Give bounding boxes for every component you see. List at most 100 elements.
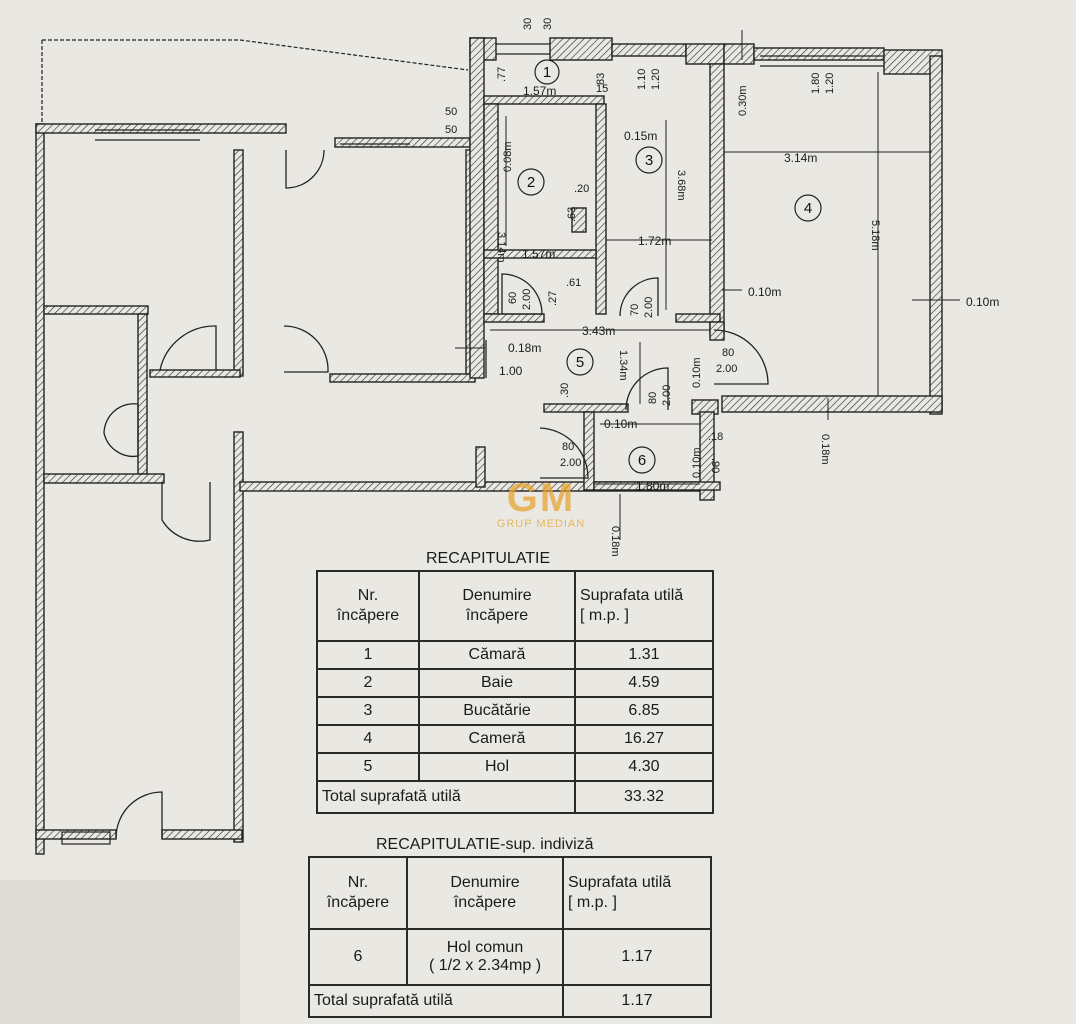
table-cell-nr: 6 [308, 928, 408, 986]
header-nr-line2: încăpere [336, 607, 400, 624]
dim-label: 0.10m [604, 417, 637, 431]
dim-label: 0.15m [624, 129, 657, 143]
dim-label: .27 [547, 291, 559, 306]
table-cell-nr: 4 [316, 724, 420, 754]
header-area-line2: [ m.p. ] [580, 607, 629, 624]
dim-label: .30 [559, 383, 571, 398]
table-cell-nr: 5 [316, 752, 420, 782]
room-label-4: 4 [804, 200, 812, 217]
dim-label: .20 [574, 183, 589, 195]
dim-label: 50 [445, 124, 457, 136]
table-cell-nr: 2 [316, 668, 420, 698]
dimension-lines [455, 30, 960, 540]
table-cell-name: Cameră [418, 724, 576, 754]
header-area-line1: Suprafata utilă [580, 587, 684, 604]
header-nr-line1: Nr. [357, 587, 379, 604]
total-label: Total suprafată utilă [316, 780, 576, 814]
dim-label: 2.00 [716, 363, 737, 375]
table-cell-area: 1.17 [562, 928, 712, 986]
recap-title: RECAPITULATIE [426, 550, 551, 567]
dim-label: 1.80m [636, 479, 669, 493]
room-label-1: 1 [543, 64, 551, 81]
header-area: Suprafata utilă [ m.p. ] [562, 856, 712, 930]
dim-label: .77 [496, 67, 508, 82]
dim-label: 3.14m [495, 232, 507, 263]
dim-label: .83 [595, 73, 607, 88]
dim-label: 2.00 [643, 297, 655, 318]
recap-indiviza-title: RECAPITULATIE-sup. indiviză [376, 836, 594, 853]
header-name-line1: Denumire [462, 587, 532, 604]
dim-label: 0.18m [609, 526, 621, 557]
watermark-text: GRUP MEDIAN [496, 518, 586, 530]
dim-label: 60 [507, 292, 519, 304]
dim-label: 0.10m [691, 357, 703, 388]
header-area-line1: Suprafata utilă [568, 874, 672, 891]
table-cell-name-line2: ( 1/2 x 2.34mp ) [428, 957, 542, 974]
dim-label: 0.08m [502, 141, 514, 172]
dim-label: 5.18m [869, 220, 881, 251]
header-name-line2: încăpere [453, 894, 517, 911]
header-name-line1: Denumire [450, 874, 520, 891]
header-name: Denumire încăpere [418, 570, 576, 642]
table-cell-area: 4.30 [574, 752, 714, 782]
dim-label: 80 [647, 392, 659, 404]
room-label-3: 3 [645, 152, 653, 169]
table-cell-area: 1.31 [574, 640, 714, 670]
table-cell-area: 6.85 [574, 696, 714, 726]
dim-label: 1.57m [523, 84, 556, 98]
dimension-labels: 30 30 .77 .83 15 1.10 1.20 0.30m 1.80 1.… [445, 18, 999, 557]
dim-label: 0.18m [819, 434, 831, 465]
header-name-line2: încăpere [465, 607, 529, 624]
header-nr-line2: încăpere [326, 894, 390, 911]
dim-label: .63 [566, 207, 578, 222]
total-label: Total suprafată utilă [308, 984, 564, 1018]
room-label-5: 5 [576, 354, 584, 371]
dim-label: .90 [709, 458, 721, 473]
dim-label: 1.00 [499, 364, 523, 378]
table-cell-area: 4.59 [574, 668, 714, 698]
room-label-2: 2 [527, 174, 535, 191]
dim-label: 1.72m [638, 234, 671, 248]
dim-label: 1.20 [824, 73, 836, 94]
table-cell-name: Cămară [418, 640, 576, 670]
watermark-mark: GM [506, 476, 576, 520]
dim-label: 0.10m [691, 447, 703, 478]
dim-label: 2.00 [560, 457, 581, 469]
dim-label: 30 [542, 18, 554, 30]
dim-label: 2.00 [661, 385, 673, 406]
dim-label: 3.68m [675, 170, 687, 201]
header-nr: Nr. încăpere [308, 856, 408, 930]
table-cell-name: Baie [418, 668, 576, 698]
table-cell-name: Hol comun ( 1/2 x 2.34mp ) [406, 928, 564, 986]
dim-label: 1.20 [650, 69, 662, 90]
header-area: Suprafata utilă [ m.p. ] [574, 570, 714, 642]
header-nr: Nr. încăpere [316, 570, 420, 642]
header-area-line2: [ m.p. ] [568, 894, 617, 911]
table-cell-name: Bucătărie [418, 696, 576, 726]
total-value: 33.32 [574, 780, 714, 814]
room-markers: 1 2 3 4 5 6 [517, 59, 822, 474]
watermark-logo: GM GRUP MEDIAN [486, 478, 596, 530]
dim-label: 1.34m [617, 350, 629, 381]
room-label-6: 6 [638, 452, 646, 469]
recap-table: Nr. încăpere Denumire încăpere Suprafata… [316, 570, 714, 814]
dim-label: 3.14m [784, 151, 817, 165]
dim-label: 1.10 [636, 69, 648, 90]
apartment-walls [95, 37, 943, 501]
header-name: Denumire încăpere [406, 856, 564, 930]
dim-label: .61 [566, 277, 581, 289]
recap-indiviza-table: Nr. încăpere Denumire încăpere Suprafata… [308, 856, 712, 1018]
dim-label: 15 [596, 83, 608, 95]
dim-label: 3.43m [582, 324, 615, 338]
dim-label: 2.00 [521, 289, 533, 310]
dim-label: 70 [629, 304, 641, 316]
table-cell-name-line1: Hol comun [446, 939, 524, 956]
table-cell-name: Hol [418, 752, 576, 782]
dim-label: 0.18m [508, 341, 541, 355]
dim-label: .18 [708, 431, 723, 443]
dim-label: 1.80 [810, 73, 822, 94]
dim-label: 50 [445, 106, 457, 118]
dim-label: 0.10m [748, 285, 781, 299]
table-cell-nr: 1 [316, 640, 420, 670]
